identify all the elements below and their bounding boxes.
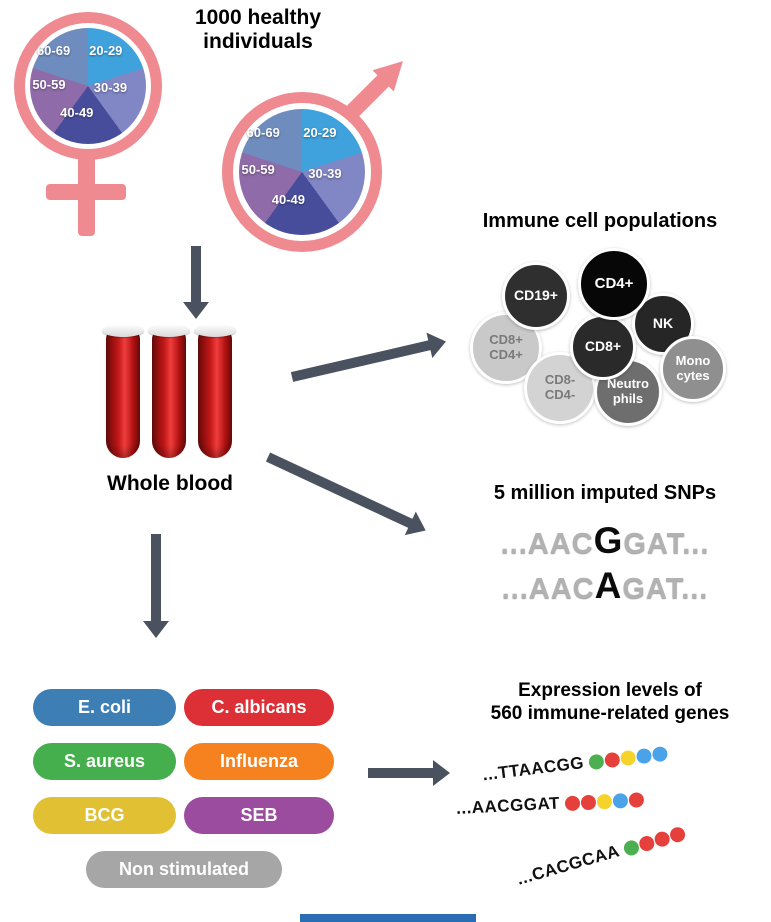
pie-label-60-69: 60-69 bbox=[36, 43, 71, 59]
cell-cd4: CD4+ bbox=[578, 248, 650, 320]
pie-label-20-29: 20-29 bbox=[303, 125, 337, 141]
figure-title: 1000 healthy individuals bbox=[194, 6, 322, 54]
cell-cd8: CD8+ bbox=[570, 314, 636, 380]
stimulus-bcg: BCG bbox=[33, 797, 176, 834]
pie-label-60-69: 60-69 bbox=[246, 125, 280, 141]
expression-row: ...TTAACGG bbox=[481, 743, 670, 786]
female-symbol: 60-69 20-29 30-39 40-49 50-59 bbox=[14, 12, 162, 160]
cell-cd19: CD19+ bbox=[502, 262, 570, 330]
expression-dot bbox=[650, 744, 670, 764]
stimulus-e-coli: E. coli bbox=[33, 689, 176, 726]
snp-sequence-allele-g: ...AACGGAT... bbox=[440, 520, 770, 565]
pie-label-40-49: 40-49 bbox=[271, 192, 305, 208]
immune-populations-title: Immune cell populations bbox=[482, 210, 718, 232]
seq-variant-allele: G bbox=[593, 520, 624, 561]
snps-title: 5 million imputed SNPs bbox=[493, 482, 717, 504]
pie-label-50-59: 50-59 bbox=[241, 161, 275, 177]
female-symbol-crossbar bbox=[46, 184, 126, 200]
male-symbol: 60-69 20-29 30-39 40-49 50-59 bbox=[222, 92, 382, 252]
stimulus-non-stimulated: Non stimulated bbox=[86, 851, 282, 888]
pie-label-30-39: 30-39 bbox=[93, 80, 128, 96]
expression-dot bbox=[579, 793, 598, 811]
cell-monocytes: Mono cytes bbox=[660, 336, 726, 402]
expression-row: ...CACGCAA bbox=[515, 822, 689, 889]
pie-label-50-59: 50-59 bbox=[32, 76, 66, 92]
arrow-blood-to-snps bbox=[265, 452, 414, 529]
whole-blood-label: Whole blood bbox=[107, 472, 233, 495]
expression-dot bbox=[627, 790, 646, 809]
expression-sequences: ...TTAACGG ...AACGGAT ...CACGCAA bbox=[448, 738, 770, 913]
seq-suffix: GAT... bbox=[622, 573, 709, 605]
snp-sequences: ...AACGGAT... ...AACAGAT... bbox=[440, 520, 770, 610]
stimulus-seb: SEB bbox=[184, 797, 334, 834]
arrow-blood-to-stimuli bbox=[143, 534, 169, 638]
gene-sequence: ...CACGCAA bbox=[514, 841, 622, 889]
pie-label-30-39: 30-39 bbox=[308, 165, 342, 181]
blood-tube-icon bbox=[194, 324, 236, 458]
snp-sequence-allele-a: ...AACAGAT... bbox=[440, 565, 770, 610]
seq-suffix: GAT... bbox=[623, 528, 710, 560]
expression-dot bbox=[595, 792, 614, 811]
male-age-pie: 60-69 20-29 30-39 40-49 50-59 bbox=[239, 109, 365, 235]
pie-label-40-49: 40-49 bbox=[60, 104, 94, 120]
gene-sequence: ...TTAACGG bbox=[481, 753, 585, 785]
expression-title: Expression levels of 560 immune-related … bbox=[490, 680, 730, 724]
arrow-stimuli-to-expression bbox=[368, 760, 450, 786]
arrow-blood-to-cells bbox=[290, 340, 432, 382]
immune-cell-cluster: CD8+ CD4+ CD19+ NK Mono cytes CD8- CD4- … bbox=[470, 248, 762, 440]
seq-prefix: ...AAC bbox=[501, 573, 595, 605]
stimulus-c-albicans: C. albicans bbox=[184, 689, 334, 726]
gene-sequence: ...AACGGAT bbox=[455, 793, 561, 818]
expression-row: ...AACGGAT bbox=[456, 789, 646, 819]
seq-prefix: ...AAC bbox=[500, 528, 594, 560]
seq-variant-allele: A bbox=[594, 565, 623, 606]
stimulus-influenza: Influenza bbox=[184, 743, 334, 780]
expression-dot bbox=[611, 791, 630, 810]
arrow-individuals-to-blood bbox=[183, 246, 209, 319]
cropped-footer-bar bbox=[300, 914, 476, 922]
male-symbol-arrow bbox=[346, 73, 391, 118]
blood-tube-icon bbox=[102, 324, 144, 458]
stimulus-s-aureus: S. aureus bbox=[33, 743, 176, 780]
expression-dot bbox=[563, 793, 582, 812]
blood-tube-icon bbox=[148, 324, 190, 458]
pie-label-20-29: 20-29 bbox=[89, 43, 123, 59]
female-age-pie: 60-69 20-29 30-39 40-49 50-59 bbox=[30, 28, 146, 144]
blood-tubes bbox=[102, 324, 246, 470]
